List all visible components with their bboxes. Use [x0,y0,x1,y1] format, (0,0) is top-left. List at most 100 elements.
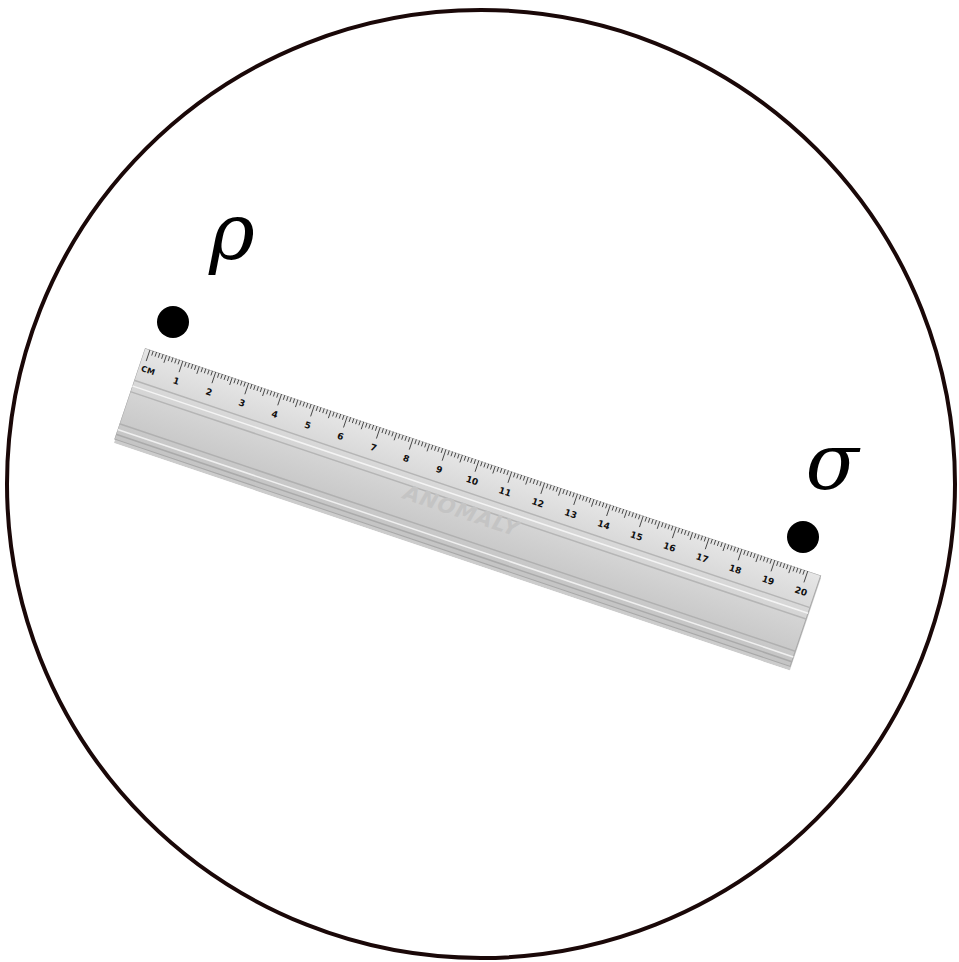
tick-mark [714,540,716,545]
tick-mark [208,370,210,375]
tick-mark [573,492,575,497]
tick-mark [185,362,187,367]
tick-mark [460,455,463,463]
tick-mark [723,543,726,551]
tick-mark [227,376,229,381]
tick-mark [254,385,256,390]
tick-mark [471,458,473,463]
tick-mark [273,392,275,397]
tick-mark [267,390,269,395]
tick-mark [574,494,578,505]
tick-mark [513,473,515,478]
tick-mark [734,547,736,552]
tick-mark [194,365,196,370]
tick-mark [427,444,430,452]
tick-mark [356,419,358,424]
tick-mark [569,491,571,496]
tick-mark [392,432,394,437]
tick-mark [770,559,772,564]
tick-mark [158,353,160,358]
tick-mark [306,403,308,408]
tick-mark [454,453,456,458]
tick-mark [230,377,233,385]
tick-mark [164,355,167,363]
tick-mark [204,369,206,374]
tick-mark [257,386,259,391]
tick-mark [481,461,483,466]
tick-mark [361,422,364,430]
tick-mark [671,526,673,531]
tick-mark [425,443,427,448]
tick-mark [789,566,792,574]
tick-mark [508,471,512,482]
tick-mark [217,373,219,378]
tick-mark [672,527,676,538]
tick-mark [336,413,338,418]
tick-mark [589,498,591,503]
tick-mark [293,398,295,403]
tick-mark [602,502,604,507]
tick-mark [756,554,759,562]
tick-mark [533,479,535,484]
tick-mark [705,538,709,549]
tick-mark [648,518,650,523]
tick-mark [615,507,617,512]
tick-mark [754,553,756,558]
tick-mark [303,402,305,407]
tick-mark [493,466,496,474]
tick-mark [188,363,190,368]
tick-mark [744,550,746,555]
tick-mark [684,530,686,535]
tick-mark [701,536,703,541]
ruler: CM1234567891011121314151617181920ANOMALY [113,348,823,671]
tick-mark [800,569,802,574]
tick-mark [563,489,565,494]
tick-mark [668,525,670,530]
tick-mark [490,465,492,470]
tick-mark [556,487,558,492]
tick-mark [727,544,729,549]
tick-mark [553,486,555,491]
tick-mark [270,391,272,396]
tick-mark [731,546,733,551]
tick-mark [333,412,335,417]
tick-mark [694,533,696,538]
tick-mark [657,521,660,529]
tick-mark [599,501,601,506]
tick-mark [704,537,706,542]
tick-mark [405,436,407,441]
tick-mark [517,474,519,479]
tick-mark [441,448,443,453]
tick-mark [690,532,693,540]
tick-mark [652,519,654,524]
tick-mark [431,445,433,450]
tick-mark [372,425,374,430]
tick-mark [688,531,690,536]
tick-mark [237,380,239,385]
tick-mark [638,515,640,520]
tick-mark [221,374,223,379]
tick-mark [681,529,683,534]
tick-mark [520,475,522,480]
tick-mark [260,387,262,392]
tick-mark [796,568,798,573]
tick-mark [287,396,289,401]
tick-mark [747,551,749,556]
tick-mark [323,408,325,413]
tick-mark [464,456,466,461]
tick-mark [344,416,348,427]
tick-mark [263,388,266,396]
tick-mark [389,430,391,435]
tick-mark [475,460,479,471]
tick-mark [295,399,298,407]
tick-mark [162,354,164,359]
tick-mark [234,378,236,383]
tick-mark [500,468,502,473]
tick-mark [245,383,249,394]
tick-mark [290,397,292,402]
tick-mark [698,535,700,540]
tick-mark [316,406,318,411]
tick-mark [804,571,808,582]
tick-mark [300,401,302,406]
tick-mark [612,506,614,511]
